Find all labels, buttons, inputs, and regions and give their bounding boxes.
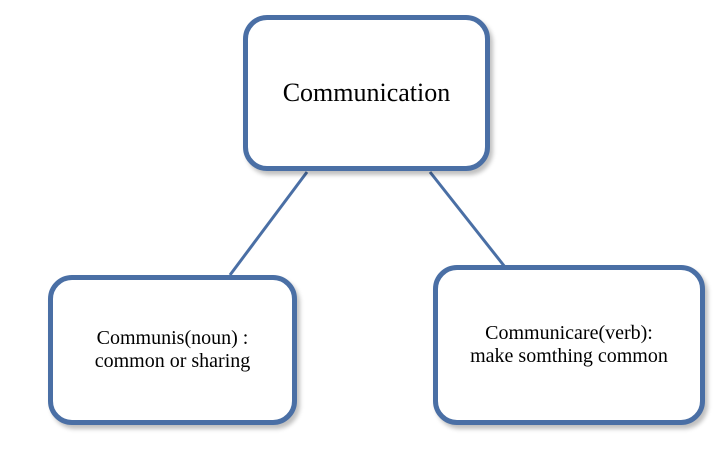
left-line1: Communis(noun) :: [96, 327, 249, 349]
connector-right: [428, 171, 507, 268]
root-label: Communication: [282, 78, 451, 107]
right-line2: make somthing common: [470, 345, 668, 367]
left-node: Communis(noun) : common or sharing: [48, 275, 297, 425]
connector-left: [228, 171, 309, 276]
root-node: Communication: [243, 15, 490, 171]
right-node: Communicare(verb): make somthing common: [433, 265, 705, 425]
left-line2: common or sharing: [94, 350, 251, 372]
right-line1: Communicare(verb):: [485, 322, 653, 344]
